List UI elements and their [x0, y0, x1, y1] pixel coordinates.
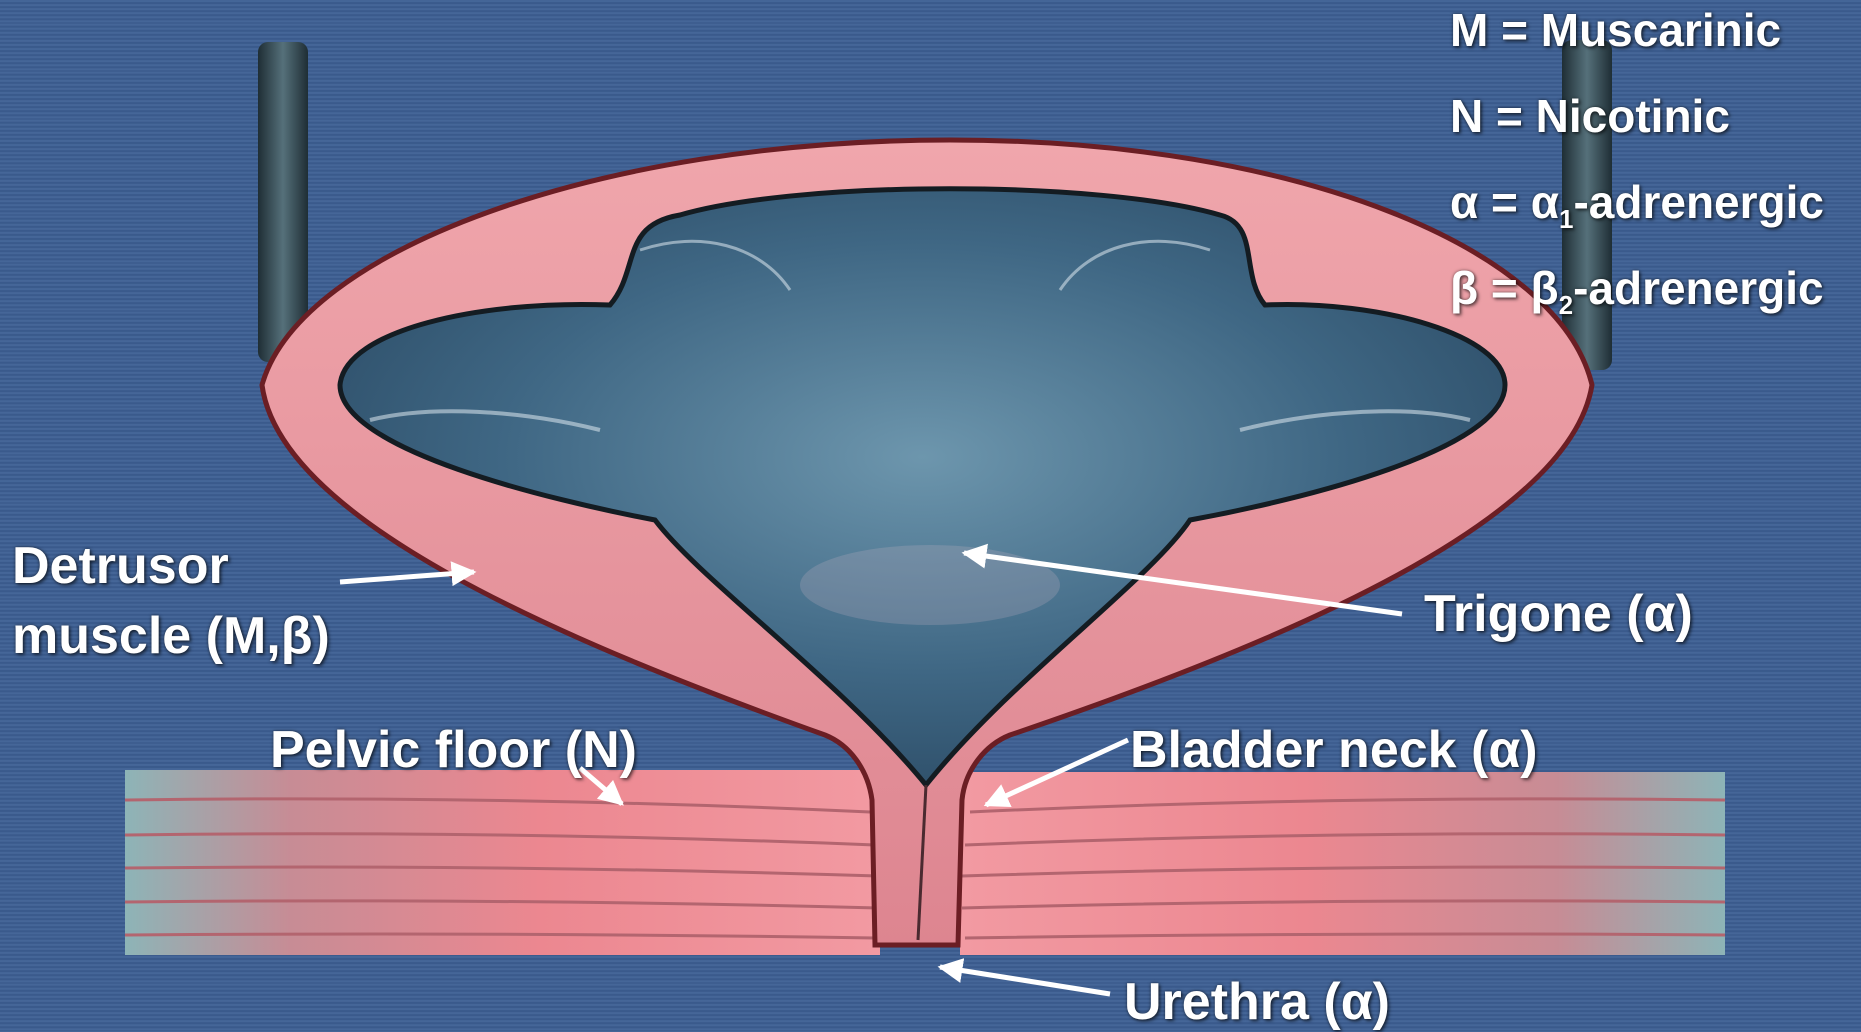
legend-nicotinic-symbol: N [1450, 90, 1483, 142]
urethra-label: Urethra (α) [1124, 972, 1390, 1032]
legend-beta2-sub: 2 [1559, 290, 1573, 320]
pelvic-floor-muscle-right [960, 772, 1725, 955]
urethra-arrow [940, 967, 1110, 994]
legend-nicotinic: N = Nicotinic [1450, 90, 1730, 142]
legend-alpha1: α = α1-adrenergic [1450, 176, 1824, 228]
legend-muscarinic-symbol: M [1450, 4, 1488, 56]
legend-nicotinic-text: Nicotinic [1536, 90, 1730, 142]
legend-alpha1-sep: = [1478, 176, 1530, 228]
legend-beta2-text: β [1531, 262, 1559, 314]
legend-beta2-suffix: -adrenergic [1573, 262, 1824, 314]
bladder-neck-label: Bladder neck (α) [1130, 720, 1538, 780]
detrusor-label-line2: muscle (M,β) [12, 606, 330, 666]
legend-alpha1-text: α [1531, 176, 1559, 228]
legend-beta2-sep: = [1478, 262, 1530, 314]
left-ureter [258, 42, 308, 362]
detrusor-label-line1: Detrusor [12, 536, 229, 596]
legend-muscarinic-text: Muscarinic [1541, 4, 1781, 56]
legend-alpha1-symbol: α [1450, 176, 1478, 228]
pelvic-floor-label: Pelvic floor (N) [270, 720, 637, 780]
legend-alpha1-suffix: -adrenergic [1573, 176, 1824, 228]
legend-alpha1-sub: 1 [1559, 204, 1573, 234]
trigone-label: Trigone (α) [1424, 584, 1693, 644]
legend-beta2: β = β2-adrenergic [1450, 262, 1824, 314]
legend-beta2-symbol: β [1450, 262, 1478, 314]
pelvic-floor-muscle-left [125, 770, 880, 955]
legend-muscarinic: M = Muscarinic [1450, 4, 1781, 56]
legend-nicotinic-sep: = [1483, 90, 1535, 142]
legend-muscarinic-sep: = [1488, 4, 1540, 56]
